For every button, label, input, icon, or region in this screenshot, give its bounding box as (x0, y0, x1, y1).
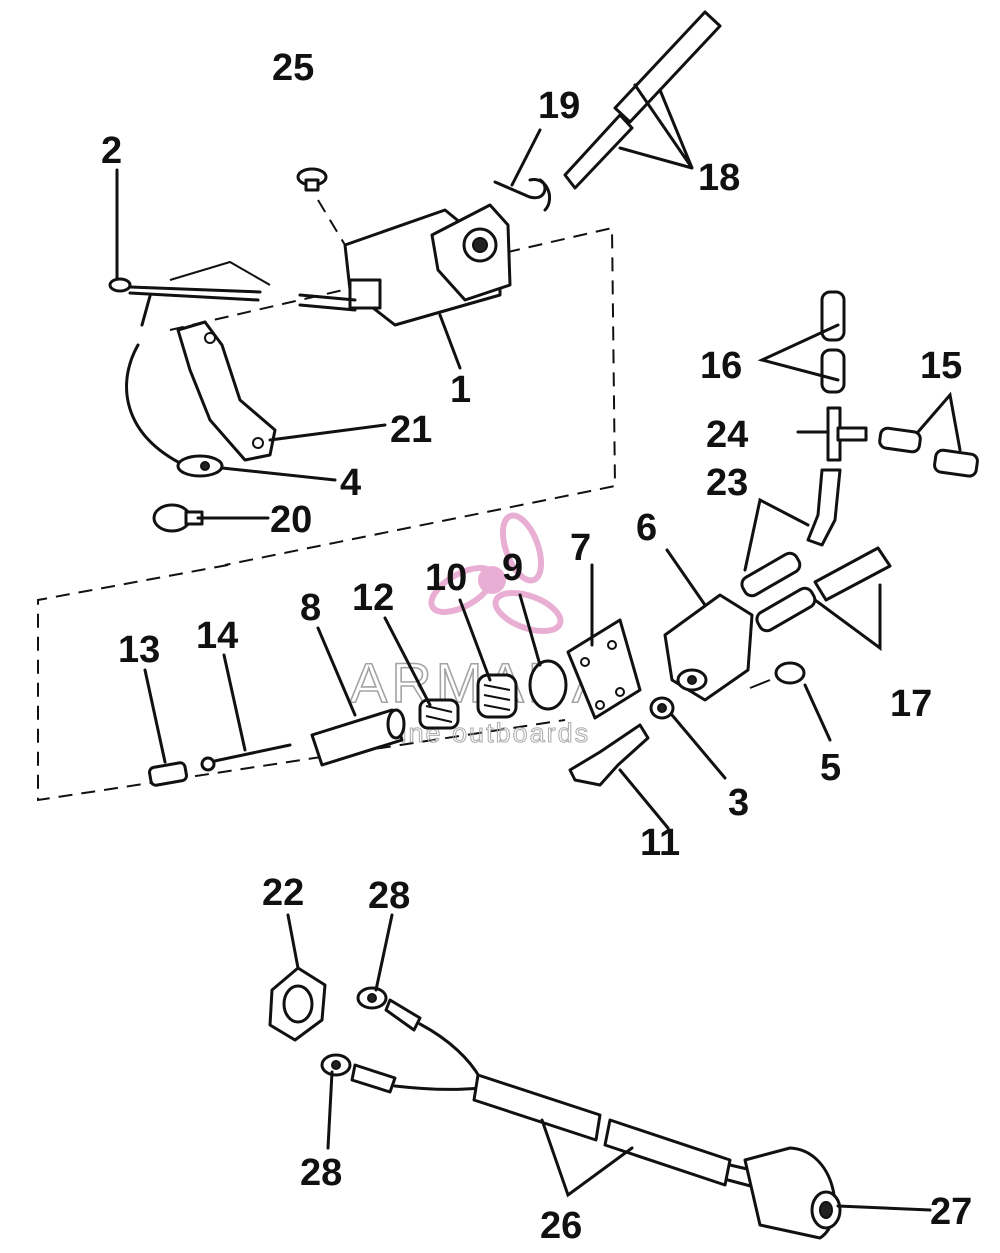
callout-22: 22 (262, 872, 304, 914)
callout-28-bottom: 28 (300, 1152, 342, 1194)
callout-18: 18 (698, 157, 740, 199)
part-15-hoses (878, 426, 979, 478)
callout-23: 23 (706, 462, 748, 504)
callout-7: 7 (570, 527, 591, 569)
part-5-screw (749, 661, 806, 689)
part-11-clip (568, 723, 650, 787)
callout-1: 1 (450, 369, 471, 411)
callout-15: 15 (920, 345, 962, 387)
callout-labels: 2 25 19 18 1 21 4 20 16 15 24 23 6 7 9 1… (101, 47, 972, 1247)
leader-lines (115, 83, 962, 1212)
callout-21: 21 (390, 409, 432, 451)
part-7-plate (566, 618, 642, 720)
part-12-spring (418, 698, 460, 730)
callout-20: 20 (270, 499, 312, 541)
callout-26: 26 (540, 1205, 582, 1247)
part-22-nut (268, 966, 327, 1042)
part-25-screw (296, 167, 346, 246)
callout-28-top: 28 (368, 875, 410, 917)
part-4-ground-wire (125, 343, 224, 478)
part-9-diaphragm (528, 659, 568, 711)
callout-14: 14 (196, 615, 238, 657)
part-19-clamp (493, 178, 551, 212)
part-13-spring (148, 761, 188, 787)
callout-27: 27 (930, 1191, 972, 1233)
part-14-pin (200, 743, 292, 772)
callout-8: 8 (300, 587, 321, 629)
part-23-hoses (740, 468, 842, 598)
callout-3: 3 (728, 782, 749, 824)
callout-25: 25 (272, 47, 314, 89)
part-6-fuel-pump (663, 593, 754, 702)
part-20-screw (152, 503, 204, 533)
part-21-bracket (176, 320, 277, 462)
callout-5: 5 (820, 747, 841, 789)
part-27-connector (743, 1146, 842, 1240)
callout-17: 17 (890, 683, 932, 725)
part-17-hoses (755, 546, 892, 633)
part-8-plunger (310, 708, 406, 767)
callout-10: 10 (425, 557, 467, 599)
callout-9: 9 (502, 547, 523, 589)
group-outline-upper (169, 226, 617, 566)
callout-2: 2 (101, 130, 122, 172)
callout-6: 6 (636, 507, 657, 549)
callout-12: 12 (352, 577, 394, 619)
part-18-hoses (563, 10, 722, 190)
part-1-solenoid (298, 203, 512, 327)
part-24-tee (826, 406, 868, 462)
part-2-wire (108, 260, 271, 327)
group-outline-lower (37, 564, 566, 802)
callout-4: 4 (340, 462, 361, 504)
callout-19: 19 (538, 85, 580, 127)
callout-13: 13 (118, 629, 160, 671)
part-3-washer (649, 696, 675, 720)
part-16-hoses (820, 290, 846, 394)
part-10-spring (476, 673, 518, 719)
callout-24: 24 (706, 414, 748, 456)
part-26-harness (320, 986, 762, 1190)
callout-11: 11 (640, 822, 680, 864)
callout-16: 16 (700, 345, 742, 387)
